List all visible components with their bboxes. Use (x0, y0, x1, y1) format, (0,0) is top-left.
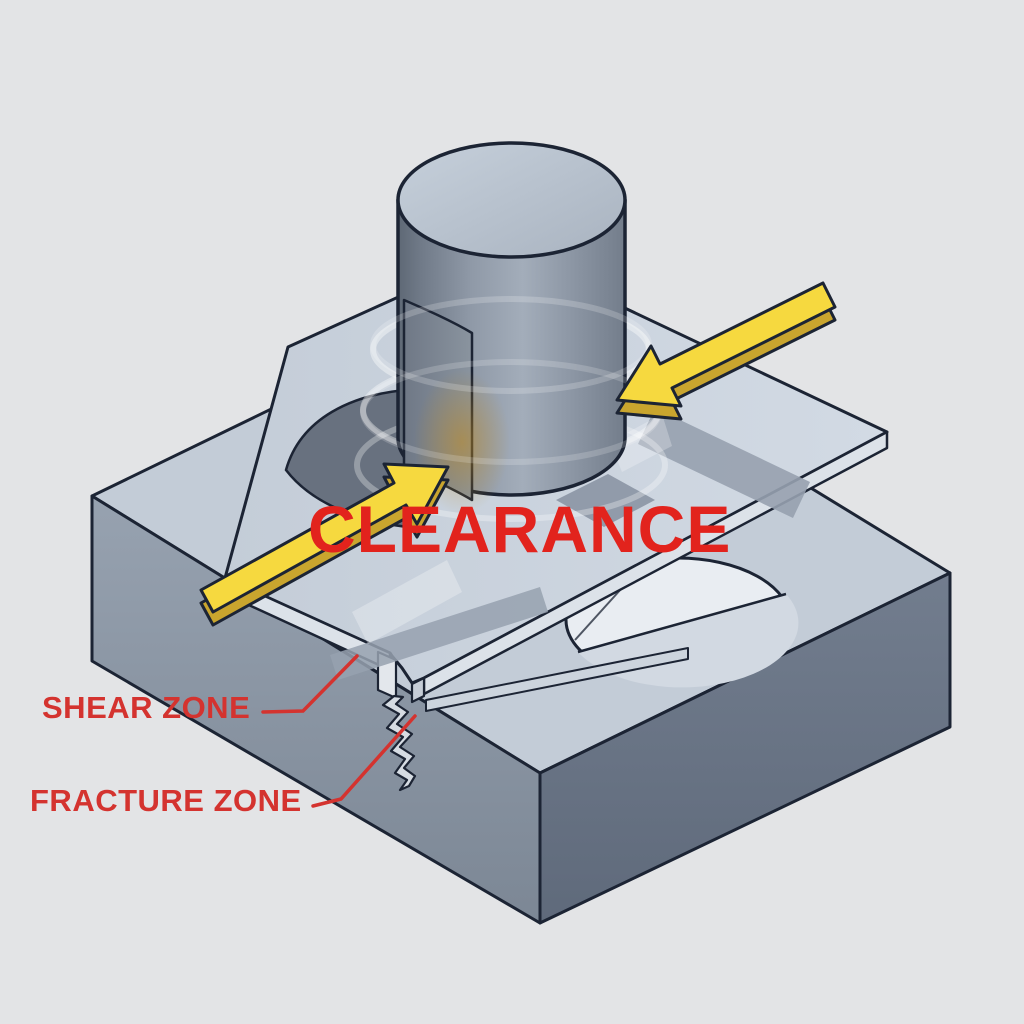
clearance-label: CLEARANCE (308, 492, 732, 566)
leader-lines (261, 654, 417, 808)
shear-zone-label: SHEAR ZONE (42, 690, 251, 725)
surface-shadows (330, 408, 810, 680)
force-arrow-left-top (199, 462, 450, 614)
force-arrow-right-icon (615, 281, 837, 421)
right-ghost-highlight (610, 414, 672, 472)
left-ghost-highlight (352, 560, 462, 644)
punch-cylinder (396, 141, 627, 514)
die-ledge-band (425, 647, 689, 712)
die-right-face (538, 571, 952, 925)
shear-zone-leader (261, 654, 359, 714)
punch-shadow-diamond (556, 474, 655, 527)
punch-top-face (396, 141, 627, 259)
force-arrow-left-icon (199, 462, 450, 627)
fracture-crack-jag (381, 694, 417, 792)
fracture-zone-leader (311, 714, 417, 808)
force-arrow-right-top (615, 281, 837, 408)
right-arrow-shadow (638, 408, 810, 518)
right-cut-face (410, 676, 426, 704)
fracture-zone-label: FRACTURE ZONE (30, 783, 302, 818)
left-arrow-shadow (330, 587, 548, 680)
